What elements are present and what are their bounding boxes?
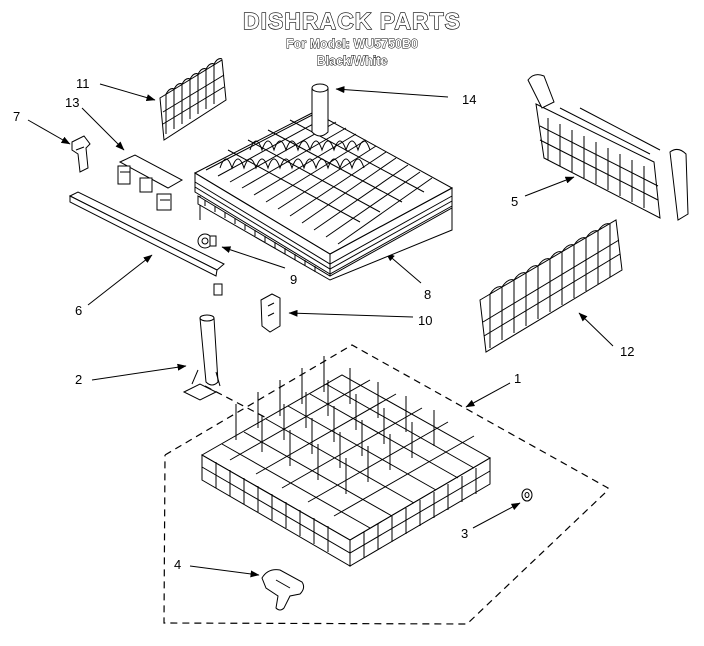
leader-11 <box>100 84 156 101</box>
leader-9 <box>221 246 285 268</box>
clip-13 <box>118 155 182 210</box>
leader-5 <box>525 177 575 196</box>
callout-2: 2 <box>75 372 83 387</box>
lower-rack-1 <box>202 356 490 566</box>
silverware-basket-5 <box>528 75 688 220</box>
callout-1: 1 <box>514 371 522 386</box>
tube-14 <box>312 84 328 136</box>
lower-rack-assembly-outline <box>164 345 608 624</box>
upper-rack-8 <box>195 112 452 280</box>
model-subtitle: For Model: WU5750B0 <box>286 37 419 52</box>
leader-12 <box>578 313 613 346</box>
bracket-10 <box>261 294 280 332</box>
callout-4: 4 <box>174 557 182 572</box>
leader-13 <box>82 108 125 151</box>
divider-12 <box>480 220 622 352</box>
callout-10: 10 <box>418 313 433 328</box>
leader-4 <box>190 566 260 578</box>
leader-10 <box>288 309 413 317</box>
callout-3: 3 <box>461 526 469 541</box>
rail-6 <box>70 192 224 295</box>
callout-14: 14 <box>462 92 477 107</box>
color-subtitle: Black/White <box>316 54 388 69</box>
callout-7: 7 <box>13 109 21 124</box>
callout-5: 5 <box>511 194 519 209</box>
leader-7 <box>28 120 71 144</box>
callout-9: 9 <box>290 272 298 287</box>
callout-12: 12 <box>620 344 635 359</box>
divider-11 <box>160 59 226 140</box>
endcap-4 <box>262 570 304 610</box>
post-2 <box>184 315 220 400</box>
leader-lines <box>28 84 613 578</box>
leader-1 <box>465 383 510 407</box>
callout-8: 8 <box>424 287 432 302</box>
wheel-3 <box>522 489 532 501</box>
clip-7 <box>72 136 90 172</box>
leader-14 <box>335 86 448 97</box>
leader-6 <box>88 255 153 305</box>
leader-2 <box>92 363 187 380</box>
callout-11: 11 <box>76 76 90 91</box>
leader-8 <box>385 253 421 283</box>
roller-9 <box>198 234 216 248</box>
page-title: DISHRACK PARTS <box>242 7 462 34</box>
callout-6: 6 <box>75 303 83 318</box>
leader-3 <box>473 503 521 528</box>
callout-13: 13 <box>65 95 80 110</box>
